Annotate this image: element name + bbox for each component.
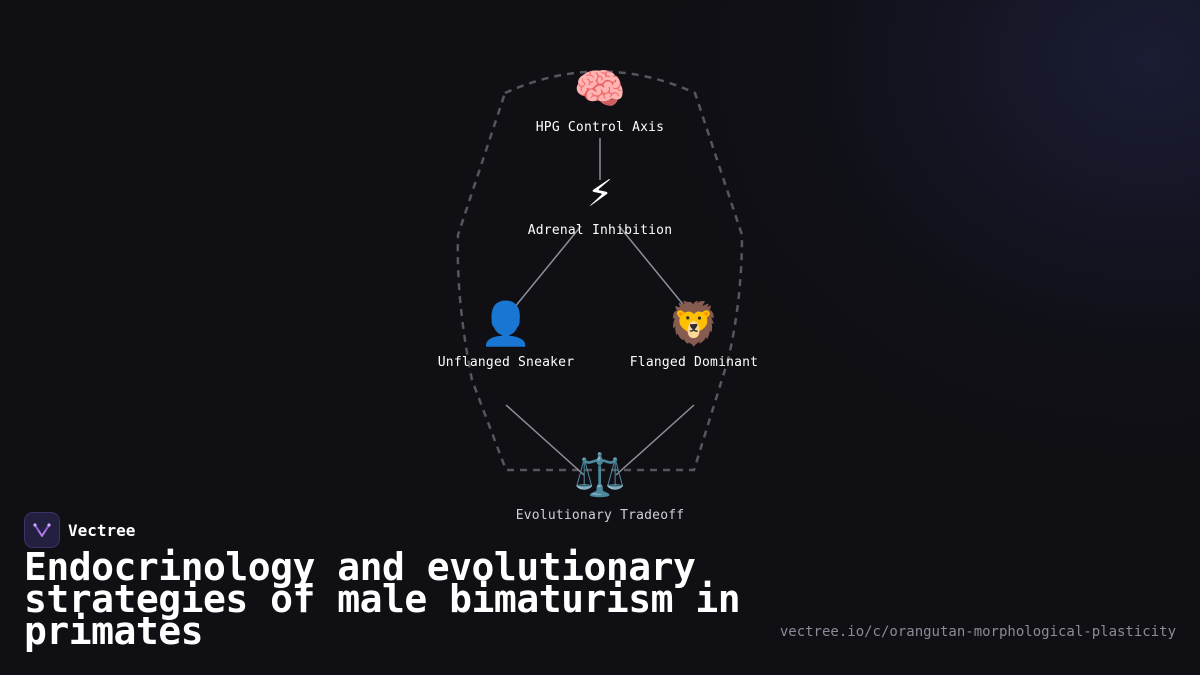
node-evolutionary-tradeoff: ⚖️ Evolutionary Tradeoff [480,450,720,523]
balance-scale-icon: ⚖️ [573,450,627,499]
person-silhouette-icon: 👤 [479,299,533,348]
brain-icon: 🧠 [573,64,627,113]
node-label: HPG Control Axis [535,120,665,135]
vectree-logo-icon [24,512,60,548]
lightning-icon: ⚡ [587,167,613,216]
page-url: vectree.io/c/orangutan-morphological-pla… [779,624,1176,640]
edge-adrenal-flanged [618,225,687,309]
node-label: Unflanged Sneaker [437,355,575,370]
lion-icon: 🦁 [667,299,721,348]
node-label: Adrenal Inhibition [527,223,673,238]
brand-name: Vectree [68,520,136,540]
edge-adrenal-unflanged [513,225,582,309]
edge-flanged-tradeoff [615,404,695,476]
node-unflanged-sneaker: 👤 Unflanged Sneaker [386,299,626,370]
node-label: Evolutionary Tradeoff [515,508,685,523]
node-adrenal-inhibition: ⚡ Adrenal Inhibition [480,167,720,238]
node-label: Flanged Dominant [629,355,759,370]
node-hpg-control-axis: 🧠 HPG Control Axis [480,64,720,135]
brand: Vectree [24,512,135,548]
page-title: Endocrinology and evolutionary strategie… [24,545,741,653]
edge-unflanged-tradeoff [505,404,585,476]
node-flanged-dominant: 🦁 Flanged Dominant [574,299,814,370]
